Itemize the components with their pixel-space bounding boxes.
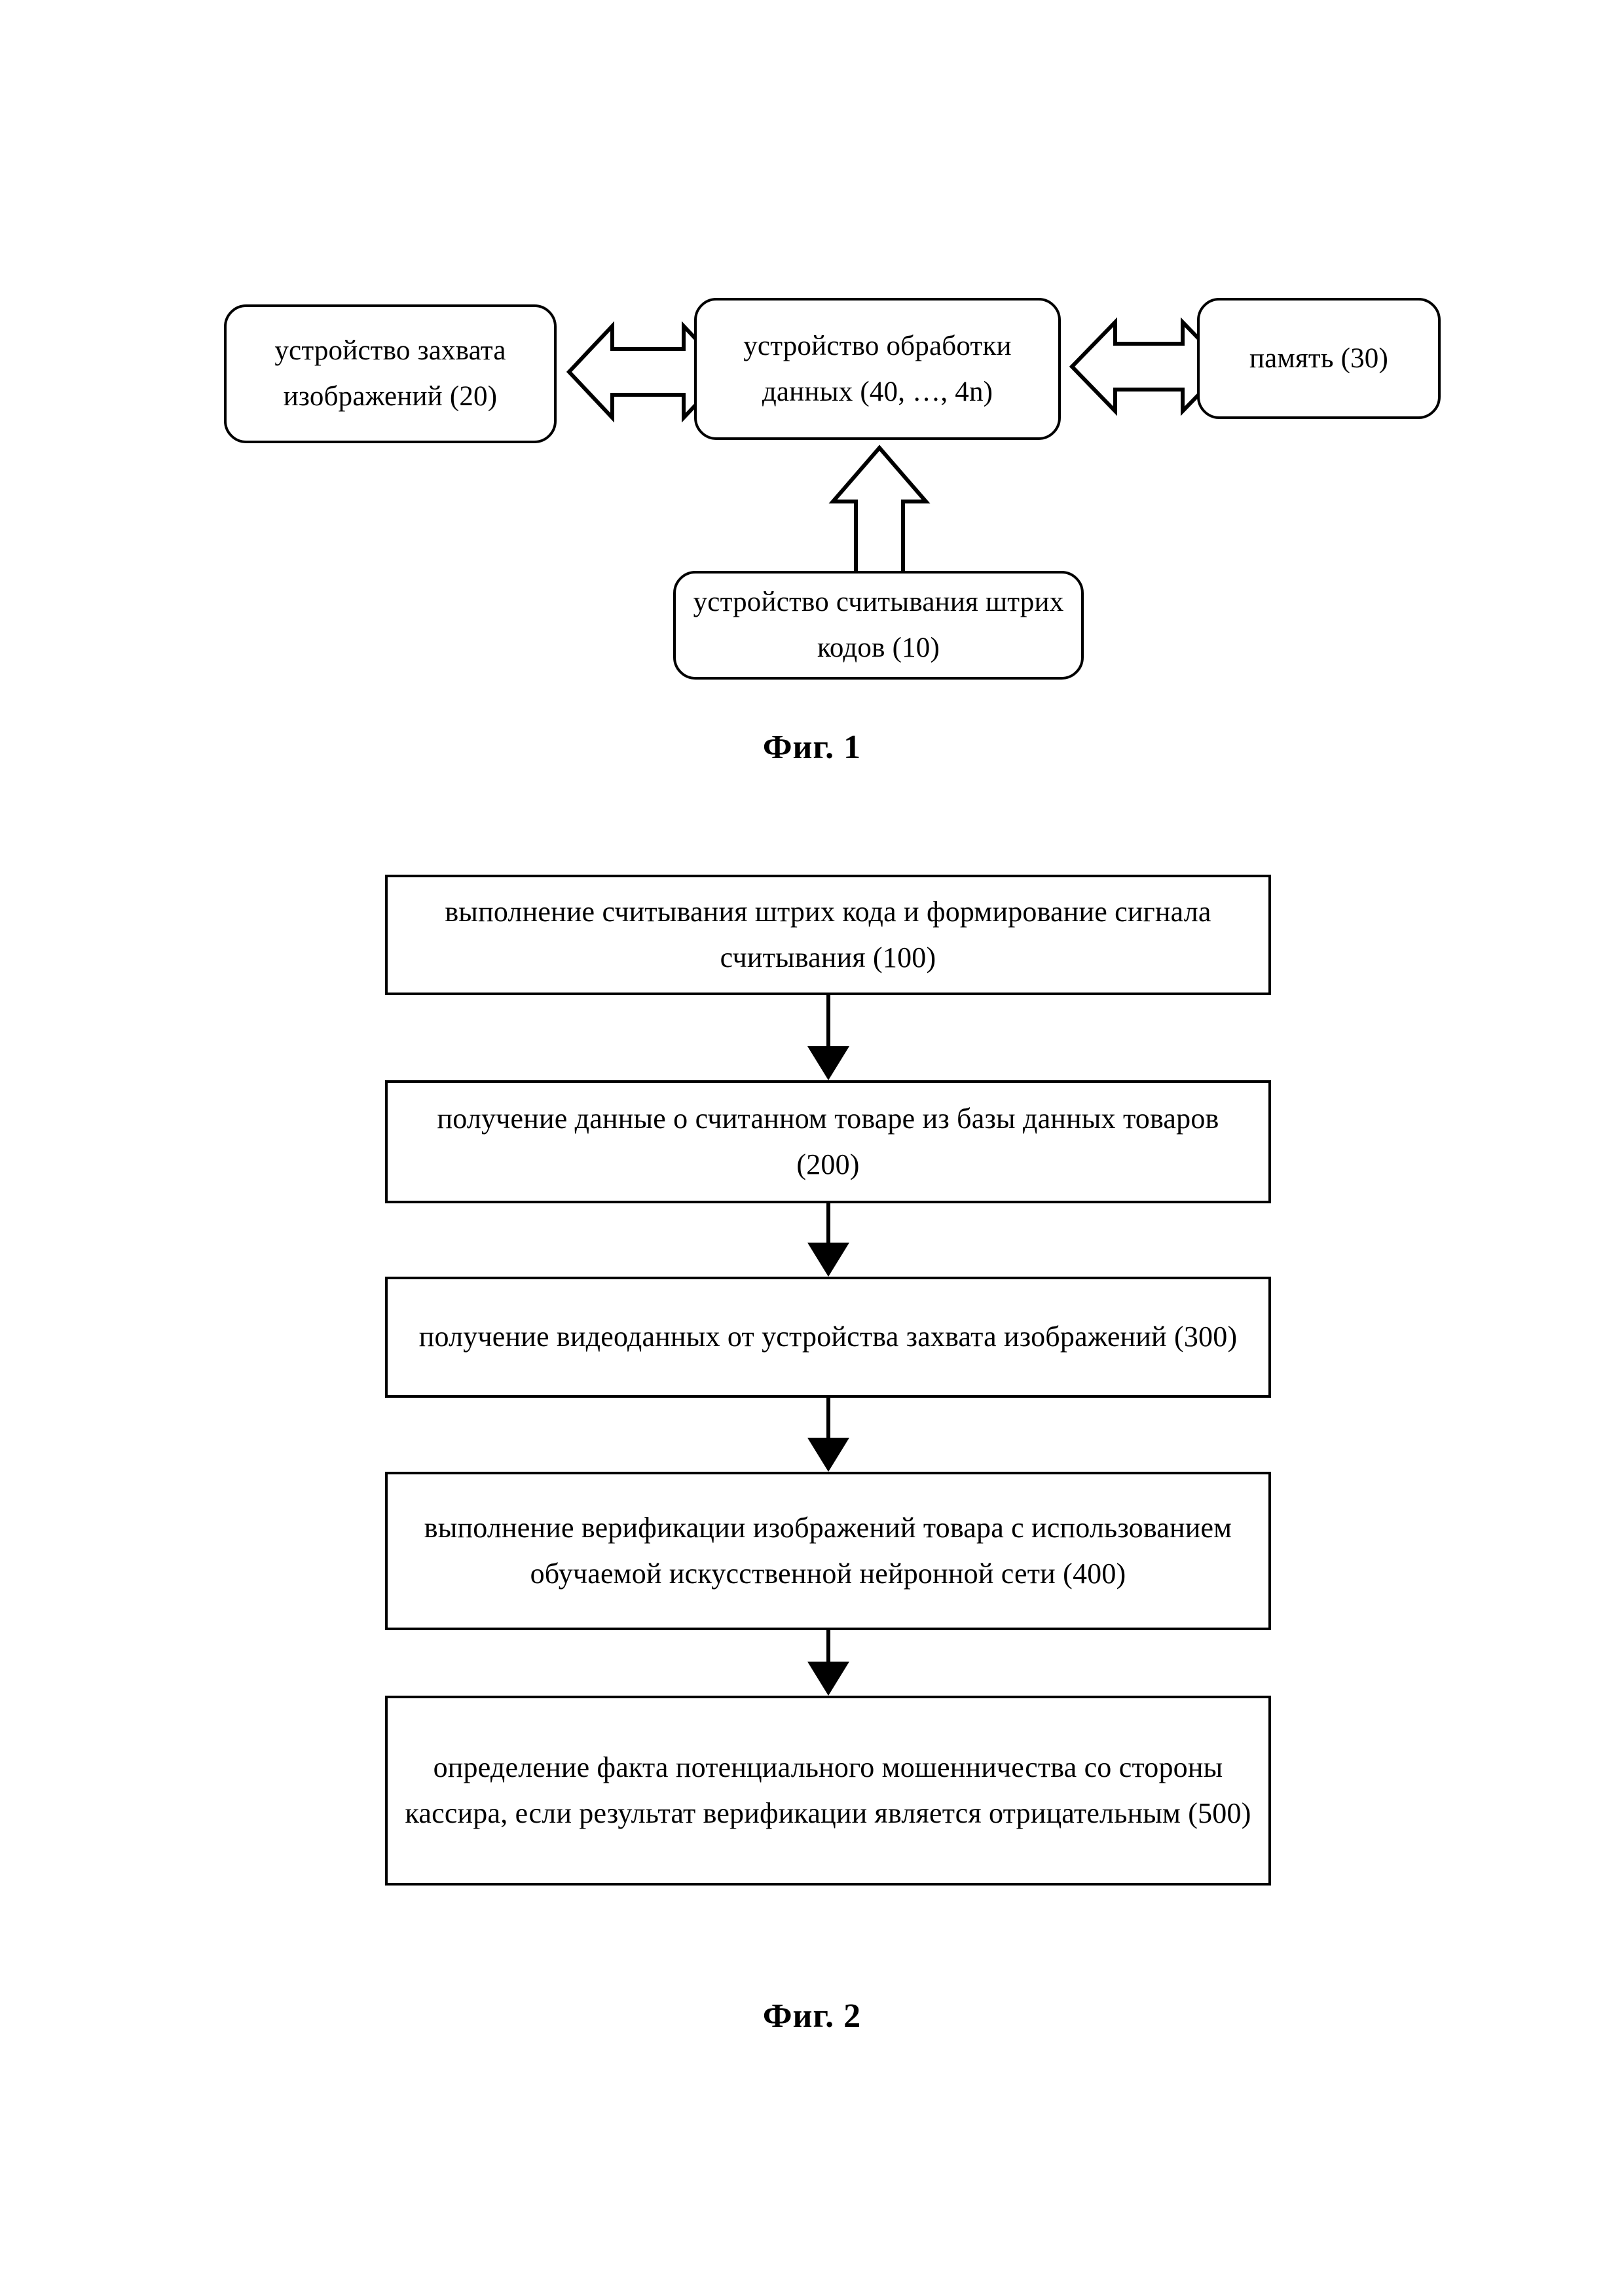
arrow-head-100-200 [807,1046,849,1080]
fig1-block-data-processing-device-label: устройство обработки данных (40, …, 4n) [743,330,1012,407]
fig2-step-300[interactable]: получение видеоданных от устройства захв… [385,1277,1271,1398]
fig1-block-image-capture-device-label: устройство захвата изображений (20) [274,335,506,412]
figure2-caption: Фиг. 2 [762,1997,862,2035]
fig2-step-500-label: определение факта потенциального мошенни… [405,1751,1251,1829]
arrow-head-400-500 [807,1662,849,1696]
fig2-step-200-label: получение данные о считанном товаре из б… [437,1102,1219,1180]
fig2-step-300-label: получение видеоданных от устройства захв… [418,1321,1238,1353]
fig1-block-barcode-reader[interactable]: устройство считывания штрих кодов (10) [673,571,1084,680]
fig1-block-barcode-reader-label: устройство считывания штрих кодов (10) [693,587,1064,663]
fig2-step-100[interactable]: выполнение считывания штрих кода и форми… [385,875,1271,995]
fig1-block-memory[interactable]: память (30) [1197,298,1441,419]
fig2-step-100-label: выполнение считывания штрих кода и форми… [445,895,1211,974]
arrow-head-200-300 [807,1243,849,1277]
fig2-step-200[interactable]: получение данные о считанном товаре из б… [385,1080,1271,1203]
fig1-block-memory-label: память (30) [1249,342,1389,374]
fig2-step-500[interactable]: определение факта потенциального мошенни… [385,1696,1271,1886]
arrow-head-300-400 [807,1438,849,1472]
figure1-caption: Фиг. 1 [762,729,862,766]
fig1-block-data-processing-device[interactable]: устройство обработки данных (40, …, 4n) [694,298,1061,440]
fig2-step-400[interactable]: выполнение верификации изображений товар… [385,1472,1271,1630]
fig1-block-image-capture-device[interactable]: устройство захвата изображений (20) [224,304,557,443]
fig2-step-400-label: выполнение верификации изображений товар… [424,1511,1232,1590]
